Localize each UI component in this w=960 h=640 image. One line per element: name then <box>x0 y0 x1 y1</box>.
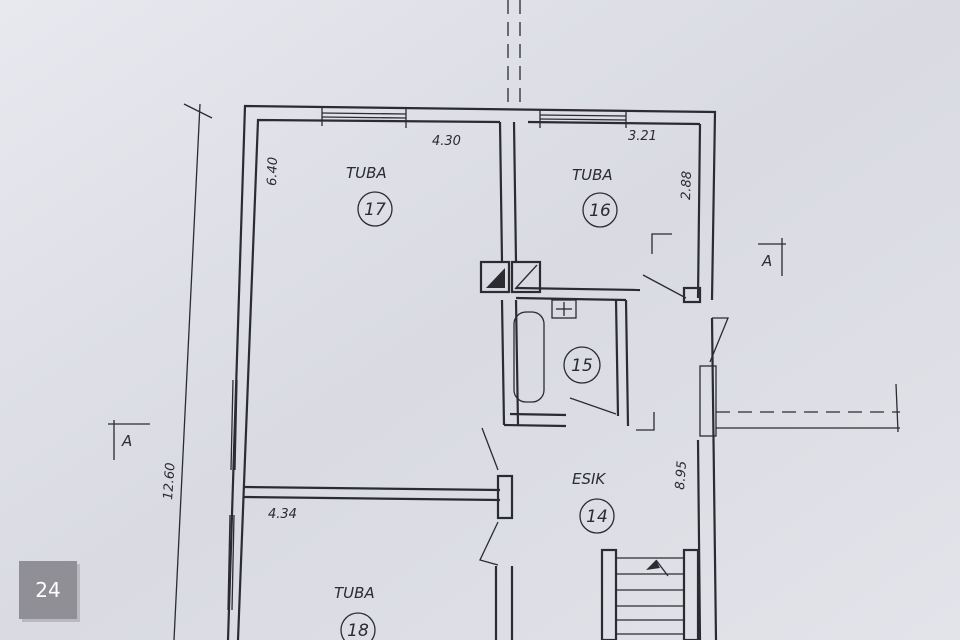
page-badge: 24 <box>19 561 77 619</box>
section-mark-right: A <box>761 252 772 270</box>
dim-total-length: 12.60 <box>161 462 179 500</box>
dim-room16-width: 3.21 <box>628 129 657 144</box>
room-number: 17 <box>364 200 386 220</box>
dim-room16-depth: 2.88 <box>679 171 695 200</box>
dim-room18-width: 4.34 <box>268 507 297 522</box>
room-18: TUBA 18 <box>334 584 376 640</box>
section-mark-left: A <box>121 432 132 450</box>
room-name: TUBA <box>572 166 613 184</box>
room-number: 14 <box>586 507 608 527</box>
dim-room17-width: 4.30 <box>432 134 461 149</box>
room-number: 16 <box>589 201 611 221</box>
room-name: TUBA <box>346 164 387 182</box>
room-16: TUBA 16 <box>572 166 618 228</box>
room-14: ESIK 14 <box>572 470 615 534</box>
room-number: 15 <box>571 356 593 376</box>
room-name: ESIK <box>572 470 606 488</box>
interior-walls <box>243 121 729 640</box>
section-lines <box>108 0 900 640</box>
staircase <box>616 557 684 635</box>
dim-hall-length: 8.95 <box>673 460 690 490</box>
room-15: 15 <box>563 346 601 384</box>
room-number: 18 <box>347 621 369 640</box>
room-name: TUBA <box>334 584 375 602</box>
room-17: TUBA 17 <box>346 164 393 227</box>
dim-room17-depth: 6.40 <box>265 157 281 186</box>
outer-walls <box>226 104 718 640</box>
